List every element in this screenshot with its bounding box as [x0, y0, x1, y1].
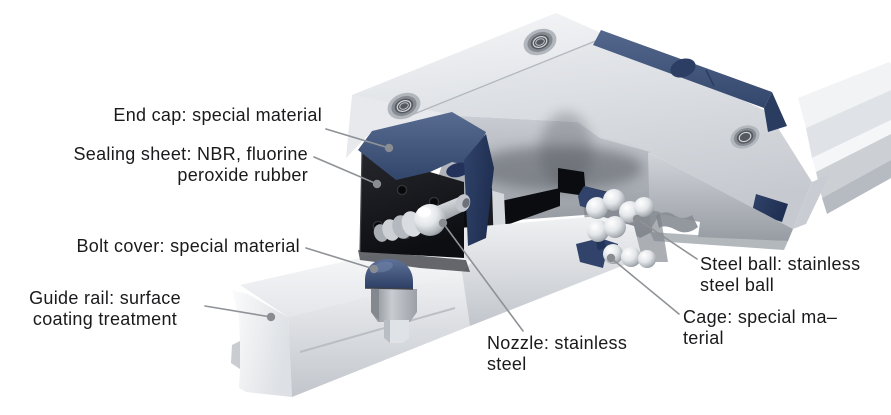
- leader-dot: [372, 179, 382, 189]
- leader-dot: [632, 214, 642, 224]
- leader-lines: [204, 128, 698, 332]
- label-end-cap: End cap: special material: [113, 105, 322, 125]
- label-cage: Cage: special ma– terial: [683, 307, 838, 348]
- leader-dot: [384, 143, 394, 153]
- end-cap-near-part: [358, 112, 494, 246]
- leader-steel-ball: [636, 218, 698, 260]
- steel-balls: [586, 189, 656, 268]
- seal-shadow: [358, 250, 470, 272]
- leader-nozzle: [442, 222, 524, 332]
- label-bolt-cover: Bolt cover: special material: [76, 236, 300, 256]
- leader-dot: [438, 218, 448, 228]
- label-guide-rail: Guide rail: surface coating treatment: [29, 288, 181, 329]
- leader-sealing-sheet: [313, 156, 378, 185]
- label-sealing-sheet: Sealing sheet: NBR, fluorine peroxide ru…: [73, 144, 308, 185]
- leader-dot: [606, 253, 616, 263]
- guide-rail-right-part: [798, 62, 891, 214]
- leader-dots: [266, 143, 642, 322]
- grease-nozzle-part: [373, 194, 471, 242]
- leader-guide-rail: [204, 305, 272, 318]
- label-nozzle: Nozzle: stainless steel: [487, 333, 628, 374]
- end-cap-far-part: [593, 30, 787, 132]
- threaded-holes: [387, 28, 760, 149]
- leader-dot: [266, 312, 276, 322]
- leader-bolt-cover: [305, 247, 375, 270]
- leader-cage: [610, 257, 680, 315]
- leader-end-cap: [325, 128, 390, 149]
- leader-dot: [369, 264, 379, 274]
- bolt-cover-part: [364, 259, 417, 343]
- label-steel-ball: Steel ball: stainless steel ball: [700, 254, 861, 295]
